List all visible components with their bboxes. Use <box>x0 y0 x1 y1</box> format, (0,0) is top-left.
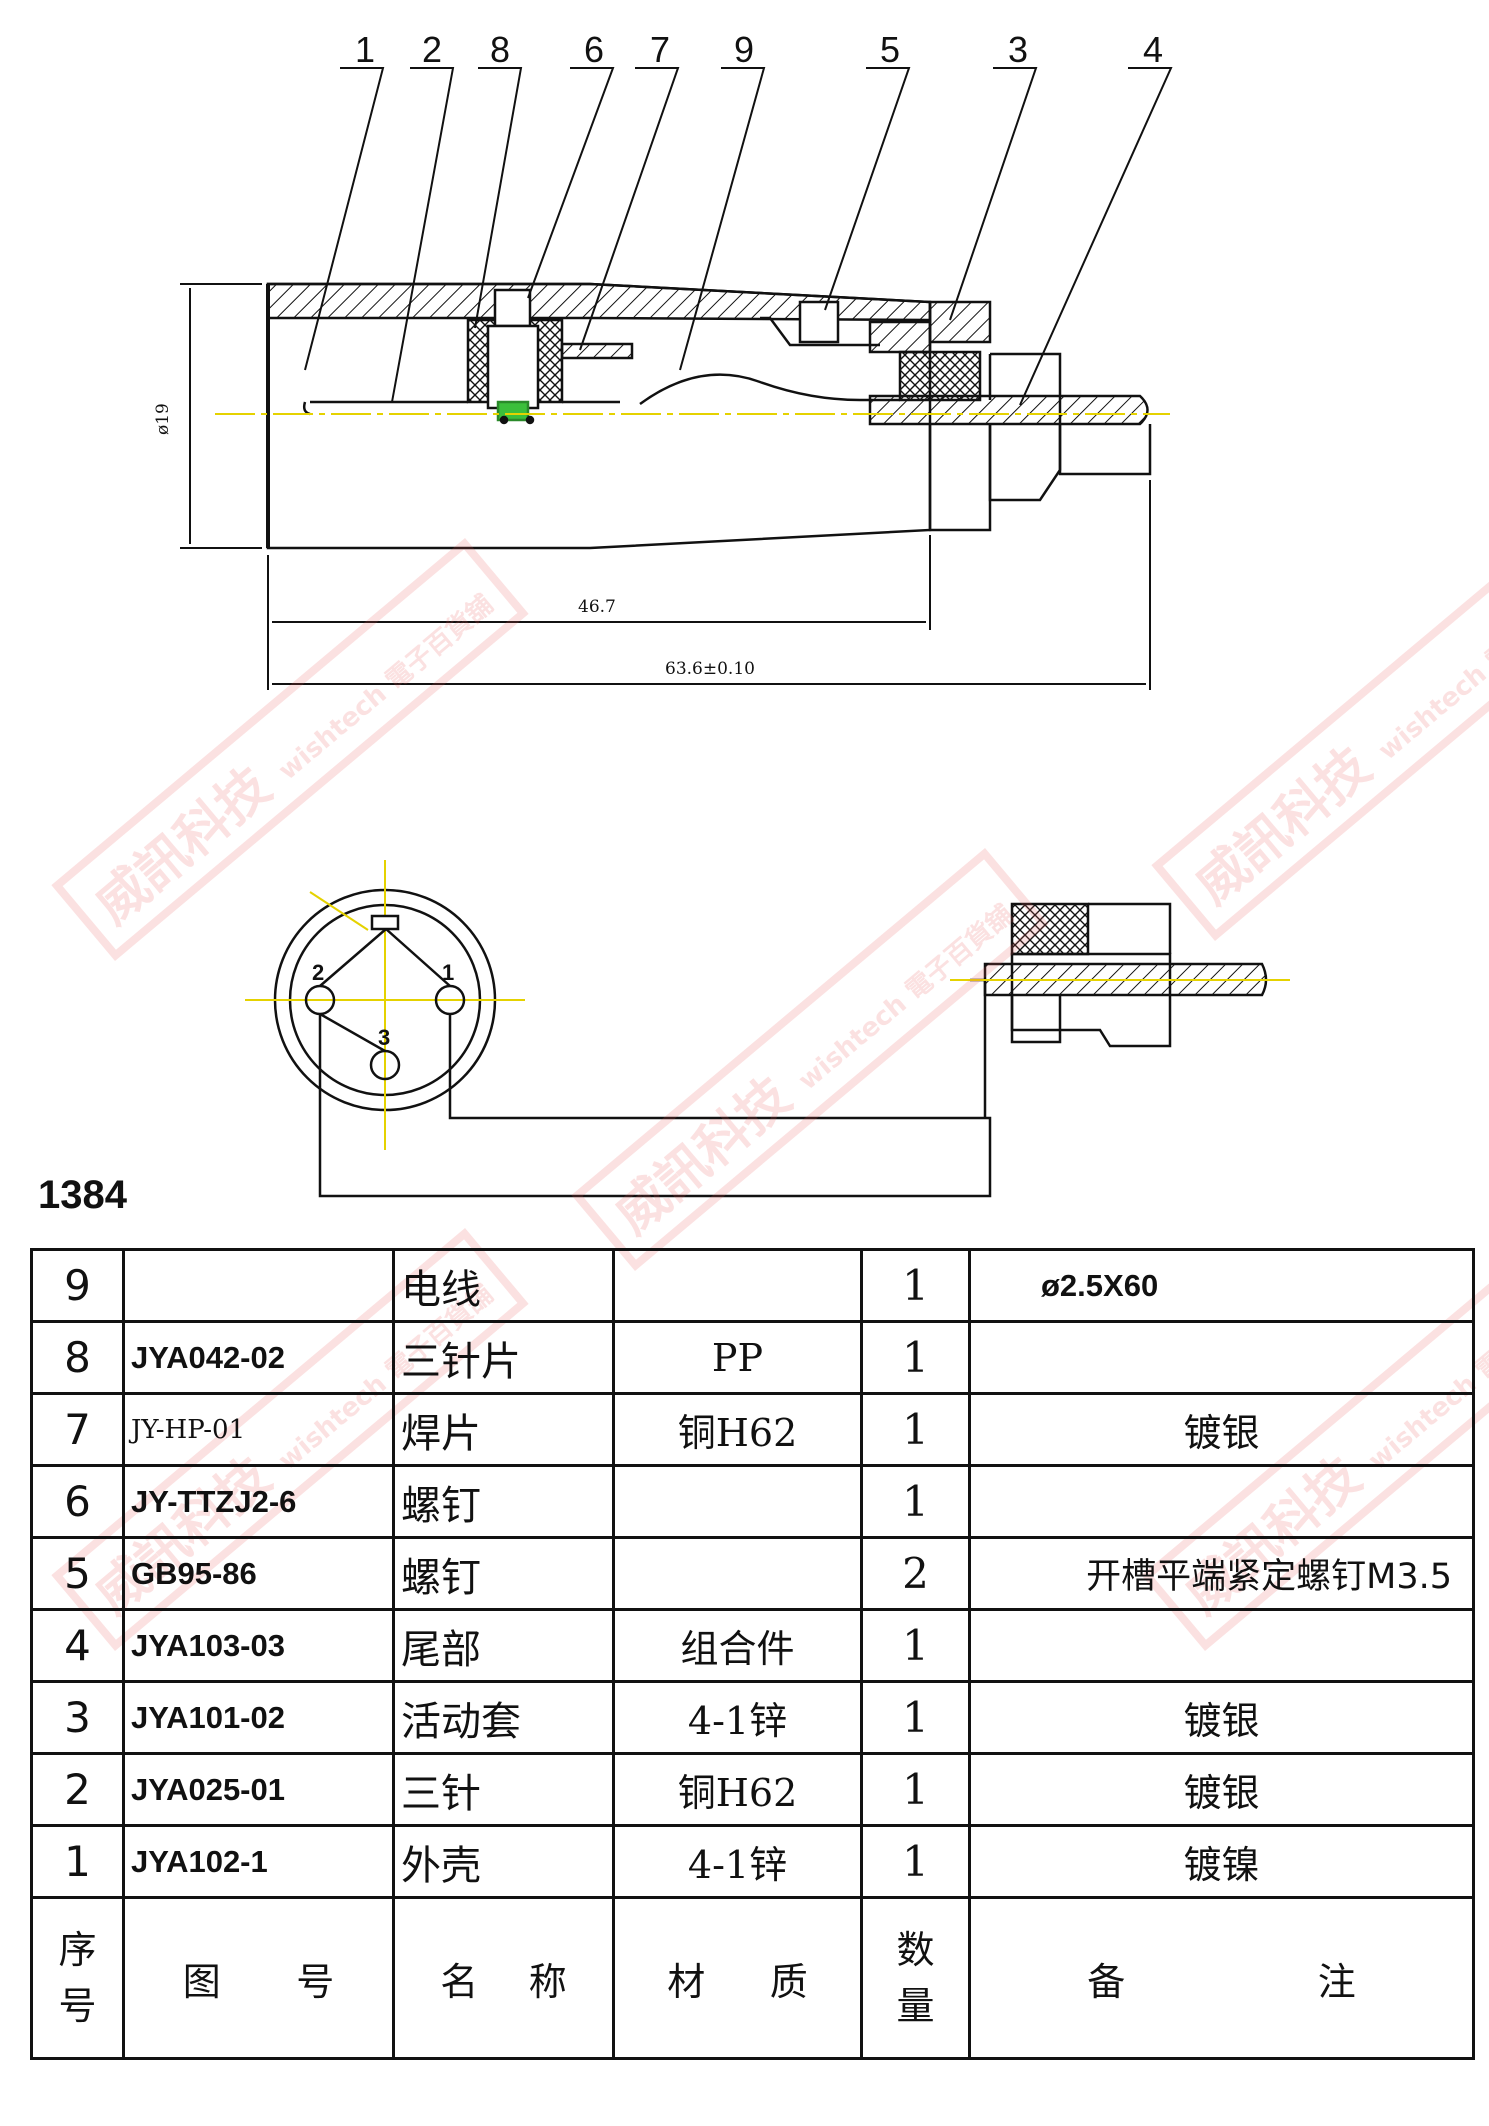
tail-insert <box>898 350 982 402</box>
wire-path <box>318 1014 992 1198</box>
svg-text:3: 3 <box>378 1025 390 1050</box>
leader-lines <box>304 67 1173 406</box>
svg-text:1: 1 <box>442 960 454 985</box>
table-row: 2 JYA025-01 三针 铜H62 1 镀银 <box>30 1752 1475 1827</box>
table-row: 6 JY-TTZJ2-6 螺钉 1 <box>30 1464 1475 1539</box>
set-screw <box>798 300 840 344</box>
table-row: 8 JYA042-02 三针片 PP 1 <box>30 1320 1475 1395</box>
balloon-2: 2 <box>422 29 442 70</box>
sleeve-part <box>928 300 992 344</box>
dim-length-46-7: 46.7 <box>578 597 616 617</box>
dim-diameter: ø19 <box>153 403 173 435</box>
table-row: 9 电线 1 ø2.5X60 <box>30 1248 1475 1323</box>
header-name: 名称 <box>392 1896 615 2060</box>
dimensions <box>180 283 1151 690</box>
screw-part <box>493 288 532 328</box>
header-qty: 数量 <box>860 1896 971 2060</box>
balloon-5: 5 <box>880 29 900 70</box>
table-row: 4 JYA103-03 尾部 组合件 1 <box>30 1608 1475 1683</box>
table-row: 1 JYA102-1 外壳 4-1锌 1 镀镍 <box>30 1824 1475 1899</box>
header-code: 图号 <box>122 1896 395 2060</box>
balloon-labels: 1 2 8 6 7 9 5 3 4 <box>355 29 1163 70</box>
table-row: 7 JY-HP-01 焊片 铜H62 1 镀银 <box>30 1392 1475 1467</box>
pin-face-view <box>245 860 992 1198</box>
part-number: 1384 <box>38 1173 128 1217</box>
table-row: 3 JYA101-02 活动套 4-1锌 1 镀银 <box>30 1680 1475 1755</box>
balloon-9: 9 <box>734 29 754 70</box>
balloon-3: 3 <box>1008 29 1028 70</box>
table-row: 5 GB95-86 螺钉 2 开槽平端紧定螺钉M3.5 <box>30 1536 1475 1611</box>
header-no: 序号 <box>30 1896 125 2060</box>
table-header-row: 序号 图号 名称 材质 数量 备注 <box>30 1896 1475 2060</box>
cable-hatch <box>868 394 1149 426</box>
tail-side-view <box>950 902 1290 1118</box>
section-view <box>215 282 1170 550</box>
header-material: 材质 <box>612 1896 863 2060</box>
solder-tab <box>560 342 634 360</box>
header-note: 备注 <box>968 1896 1475 2060</box>
balloon-8: 8 <box>490 29 510 70</box>
balloon-6: 6 <box>584 29 604 70</box>
balloon-1: 1 <box>355 29 375 70</box>
bill-of-materials-table: 9 电线 1 ø2.5X60 8 JYA042-02 三针片 PP 1 7 JY… <box>30 1248 1475 2060</box>
svg-text:2: 2 <box>312 960 324 985</box>
dim-length-63-6: 63.6±0.10 <box>665 659 755 679</box>
balloon-7: 7 <box>650 29 670 70</box>
pin-labels: 1 2 3 <box>312 960 454 1050</box>
balloon-4: 4 <box>1143 29 1163 70</box>
